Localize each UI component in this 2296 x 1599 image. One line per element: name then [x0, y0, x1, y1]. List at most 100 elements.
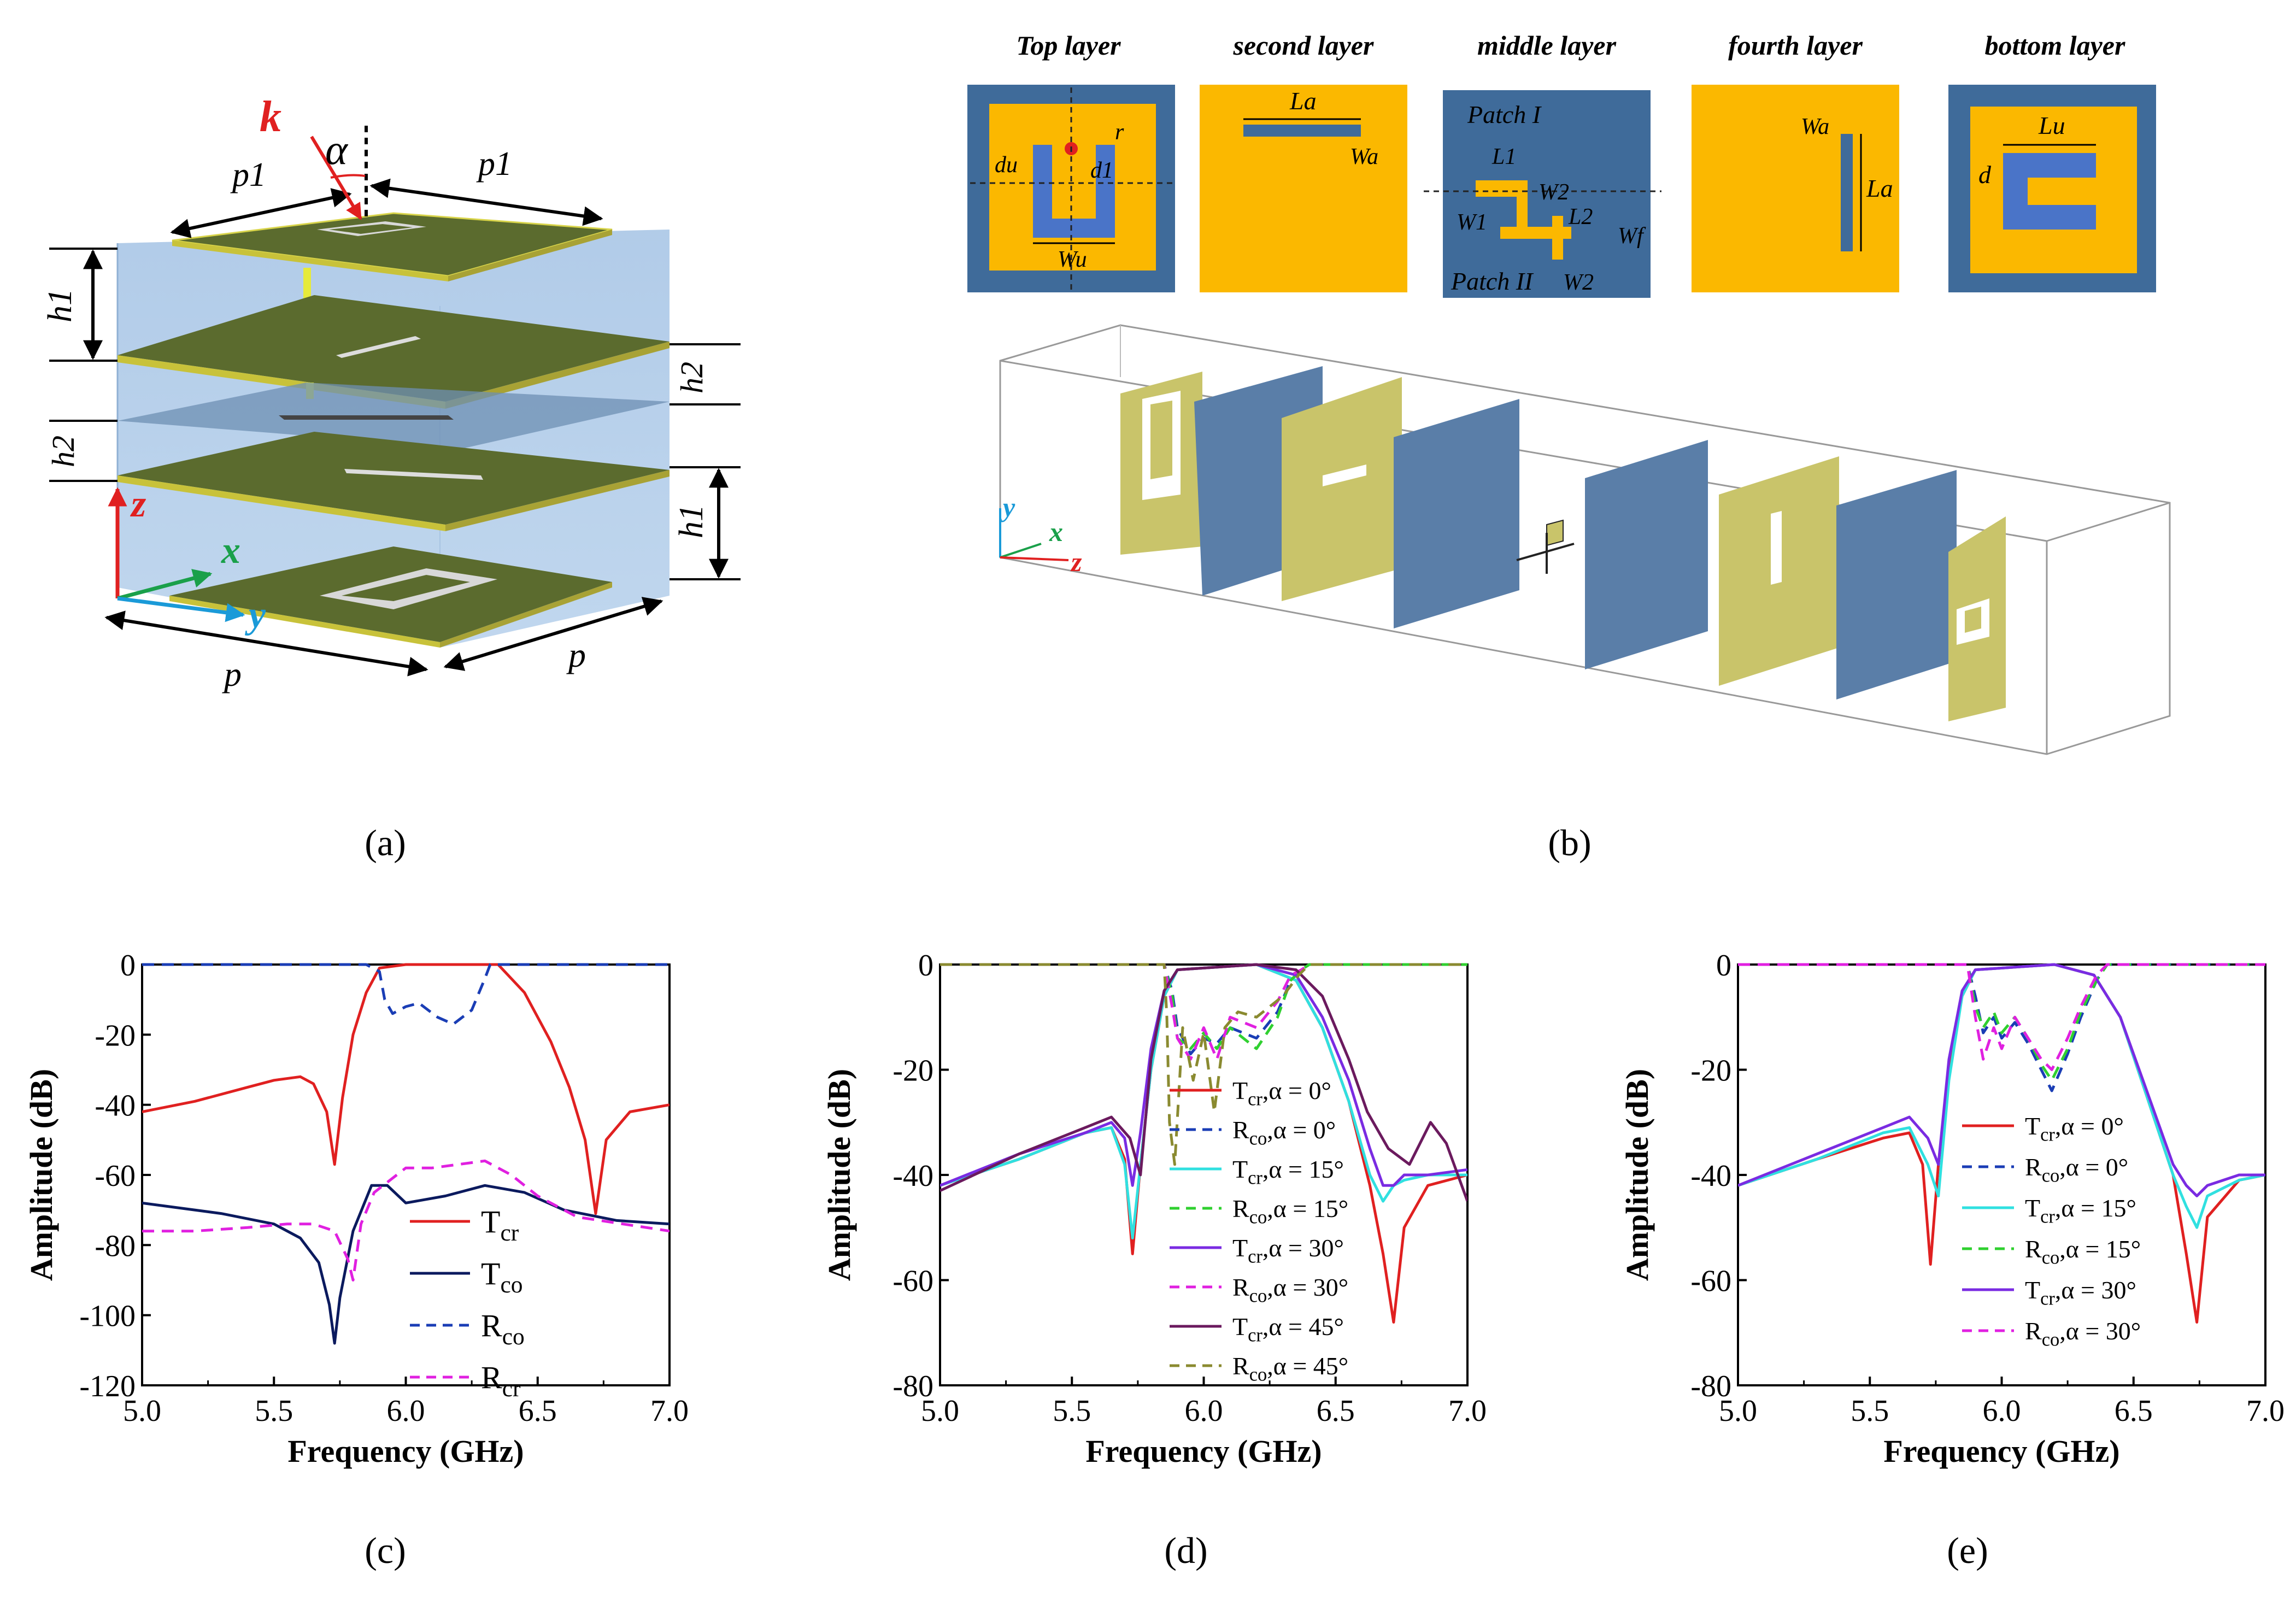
dim-w2-top: W2	[1539, 180, 1569, 205]
legend-label: Rco,α = 45°	[1232, 1352, 1348, 1385]
h1-right-label: h1	[673, 504, 710, 538]
legend-label: Rco,α = 30°	[2025, 1317, 2141, 1350]
legend-label: Tcr,α = 45°	[1232, 1313, 1344, 1346]
tile-top-layer: r du d1 Wu	[967, 85, 1175, 292]
x-tick-label: 6.5	[2115, 1394, 2153, 1428]
dim-la-fourth: La	[1866, 174, 1893, 202]
layer-title-top: Top layer	[1016, 30, 1121, 61]
axis-x-label: x	[221, 530, 240, 572]
y-tick-label: -80	[892, 1369, 933, 1403]
k-label: k	[260, 93, 281, 141]
y-tick-label: -120	[79, 1369, 136, 1403]
alpha-label: α	[325, 126, 349, 173]
x-tick-label: 7.0	[650, 1394, 689, 1428]
series-line	[940, 963, 1467, 1187]
axis-z-label: z	[130, 483, 146, 525]
x-tick-label: 5.0	[123, 1394, 161, 1428]
x-axis-label: Frequency (GHz)	[1883, 1433, 2119, 1469]
dim-patch1: Patch I	[1467, 101, 1542, 128]
plot-frame	[1737, 963, 2266, 1386]
stack-axis-y: y	[1000, 492, 1015, 522]
legend-label: Tcr	[481, 1204, 519, 1246]
legend-label: Rco,α = 0°	[1232, 1116, 1336, 1149]
series-line	[142, 1184, 670, 1345]
y-tick-label: -40	[892, 1159, 933, 1193]
layer-title-second: second layer	[1233, 30, 1374, 61]
dim-wa-fourth: Wa	[1801, 114, 1829, 139]
p1-left-label: p1	[230, 156, 266, 193]
caption-b: (b)	[1548, 822, 1591, 863]
x-tick-label: 6.0	[1983, 1394, 2021, 1428]
layer-title-bottom: bottom layer	[1985, 30, 2125, 61]
y-tick-label: -40	[1690, 1159, 1731, 1193]
legend-label: Rco	[481, 1308, 525, 1350]
y-tick-label: -20	[95, 1019, 136, 1053]
series-line	[940, 963, 1467, 1050]
legend-label: Tcr,α = 30°	[1232, 1234, 1344, 1267]
y-tick-label: -40	[95, 1089, 136, 1123]
y-tick-label: -100	[79, 1300, 136, 1333]
y-tick-label: 0	[120, 949, 136, 983]
y-tick-label: 0	[918, 949, 933, 983]
x-tick-label: 7.0	[2246, 1394, 2285, 1428]
stack-axis-z: z	[1070, 546, 1082, 577]
y-tick-label: -20	[1690, 1054, 1731, 1088]
tile-fourth-layer: Wa La	[1692, 85, 1899, 292]
series-line	[1738, 963, 2265, 1092]
y-tick-label: -60	[892, 1265, 933, 1298]
dim-r: r	[1115, 120, 1124, 145]
y-tick-label: -60	[95, 1159, 136, 1193]
series-line	[940, 963, 1467, 1166]
panel-b-layers: Top layer second layer middle layer four…	[967, 30, 2171, 755]
legend-label: Tcr,α = 0°	[2025, 1112, 2124, 1145]
x-tick-label: 6.0	[387, 1394, 425, 1428]
y-tick-label: -60	[1690, 1265, 1731, 1298]
p-left-label: p	[222, 655, 242, 693]
x-tick-label: 5.5	[255, 1394, 293, 1428]
caption-c: (c)	[365, 1530, 406, 1571]
x-tick-label: 6.5	[519, 1394, 557, 1428]
dim-w2-bottom: W2	[1563, 270, 1594, 295]
series-line	[142, 963, 670, 1215]
dim-la: La	[1289, 87, 1317, 115]
layer-title-fourth: fourth layer	[1728, 30, 1863, 61]
x-tick-label: 5.0	[1719, 1394, 1757, 1428]
caption-e: (e)	[1947, 1530, 1988, 1571]
legend-label: Rco,α = 15°	[2025, 1235, 2141, 1268]
dim-l1: L1	[1491, 144, 1516, 169]
series-line	[940, 963, 1467, 1061]
x-tick-label: 7.0	[1448, 1394, 1487, 1428]
legend-label: Rco,α = 30°	[1232, 1273, 1348, 1307]
stack-3d-view: y x z	[999, 324, 2171, 755]
stack-axis-x: x	[1049, 516, 1063, 547]
caption-d: (d)	[1164, 1530, 1207, 1571]
x-tick-label: 5.5	[1851, 1394, 1889, 1428]
plate-second	[118, 295, 670, 402]
legend: Tcr,α = 0°Rco,α = 0°Tcr,α = 15°Rco,α = 1…	[1962, 1112, 2141, 1350]
legend-label: Tcr,α = 30°	[2025, 1276, 2136, 1309]
y-axis-label: Amplitude (dB)	[1619, 1069, 1655, 1281]
series-line	[940, 963, 1467, 1324]
dim-wf: Wf	[1618, 224, 1646, 249]
y-axis-label: Amplitude (dB)	[24, 1069, 59, 1281]
dim-d1: d1	[1090, 158, 1113, 183]
series-line	[1738, 963, 2265, 1197]
series-line	[142, 1159, 670, 1281]
h2-right-label: h2	[674, 362, 709, 393]
x-tick-label: 6.0	[1185, 1394, 1223, 1428]
p1-right-label: p1	[476, 145, 512, 183]
p-right-label: p	[566, 636, 586, 674]
panel-a-unit-cell: k α p1 p1 h1 h2 h2 h1 z x y p p	[42, 93, 741, 693]
tile-second-layer: La Wa	[1200, 85, 1407, 292]
legend-label: Tcr,α = 0°	[1232, 1077, 1331, 1110]
legend-label: Rco,α = 15°	[1232, 1195, 1348, 1228]
dim-wa: Wa	[1350, 144, 1378, 169]
series-line	[940, 963, 1467, 1202]
legend-label: Tco	[481, 1256, 523, 1298]
x-tick-label: 6.5	[1317, 1394, 1355, 1428]
series-line	[142, 963, 670, 1026]
tile-bottom-layer: Lu d	[1948, 85, 2156, 292]
